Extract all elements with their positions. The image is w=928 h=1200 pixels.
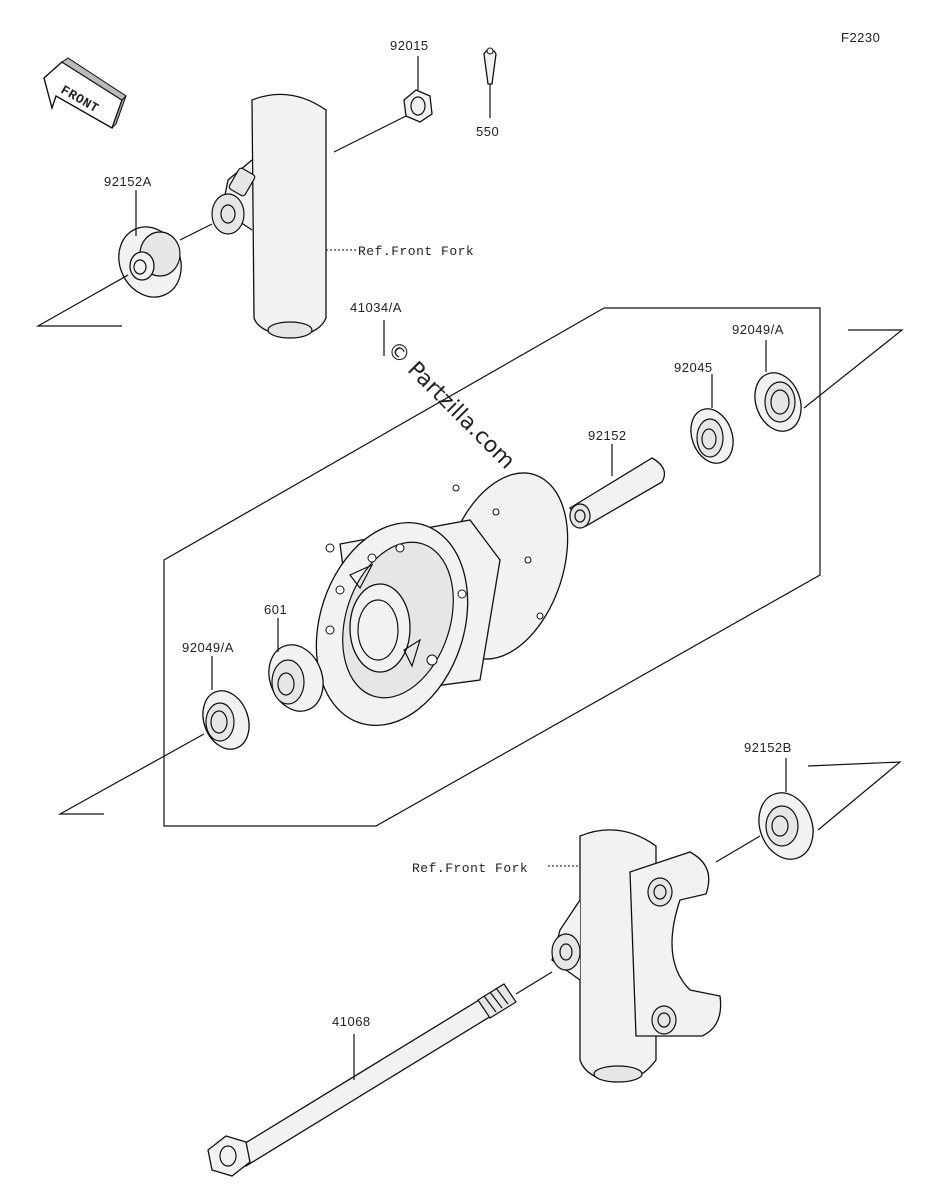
- label-92152B: 92152B: [744, 740, 792, 755]
- label-41068: 41068: [332, 1014, 371, 1029]
- part-41034A-hub[interactable]: [291, 457, 589, 745]
- diagram-code: F2230: [841, 30, 880, 45]
- part-92049A-seal-left[interactable]: [57, 656, 257, 815]
- part-92152B-collar[interactable]: [715, 758, 902, 867]
- ref-front-fork-top: Ref.Front Fork: [358, 244, 474, 259]
- part-92045-bearing[interactable]: [684, 374, 741, 469]
- part-92015-nut[interactable]: [333, 56, 433, 153]
- part-92152A-collar[interactable]: [35, 190, 213, 327]
- hub-assembly-frame: [163, 307, 821, 827]
- label-92045: 92045: [674, 360, 713, 375]
- label-92152A: 92152A: [104, 174, 152, 189]
- label-92049A-top: 92049/A: [732, 322, 784, 337]
- label-92049A-bottom: 92049/A: [182, 640, 234, 655]
- label-601: 601: [264, 602, 287, 617]
- watermark: © Partzilla.com: [382, 337, 520, 475]
- front-fork-right: [551, 829, 722, 1083]
- label-92152: 92152: [588, 428, 627, 443]
- label-92015: 92015: [390, 38, 429, 53]
- part-41068-axle[interactable]: [207, 971, 553, 1177]
- ref-front-fork-bottom: Ref.Front Fork: [412, 861, 528, 876]
- part-550-cotter-pin[interactable]: [483, 47, 497, 118]
- label-550: 550: [476, 124, 499, 139]
- part-601-bearing[interactable]: [260, 618, 332, 719]
- front-fork-left: [211, 93, 327, 339]
- part-92049A-seal-right[interactable]: [747, 329, 904, 438]
- front-arrow-icon: FRONT: [43, 57, 127, 130]
- part-92152-spacer[interactable]: [568, 444, 666, 529]
- label-41034A: 41034/A: [350, 300, 402, 315]
